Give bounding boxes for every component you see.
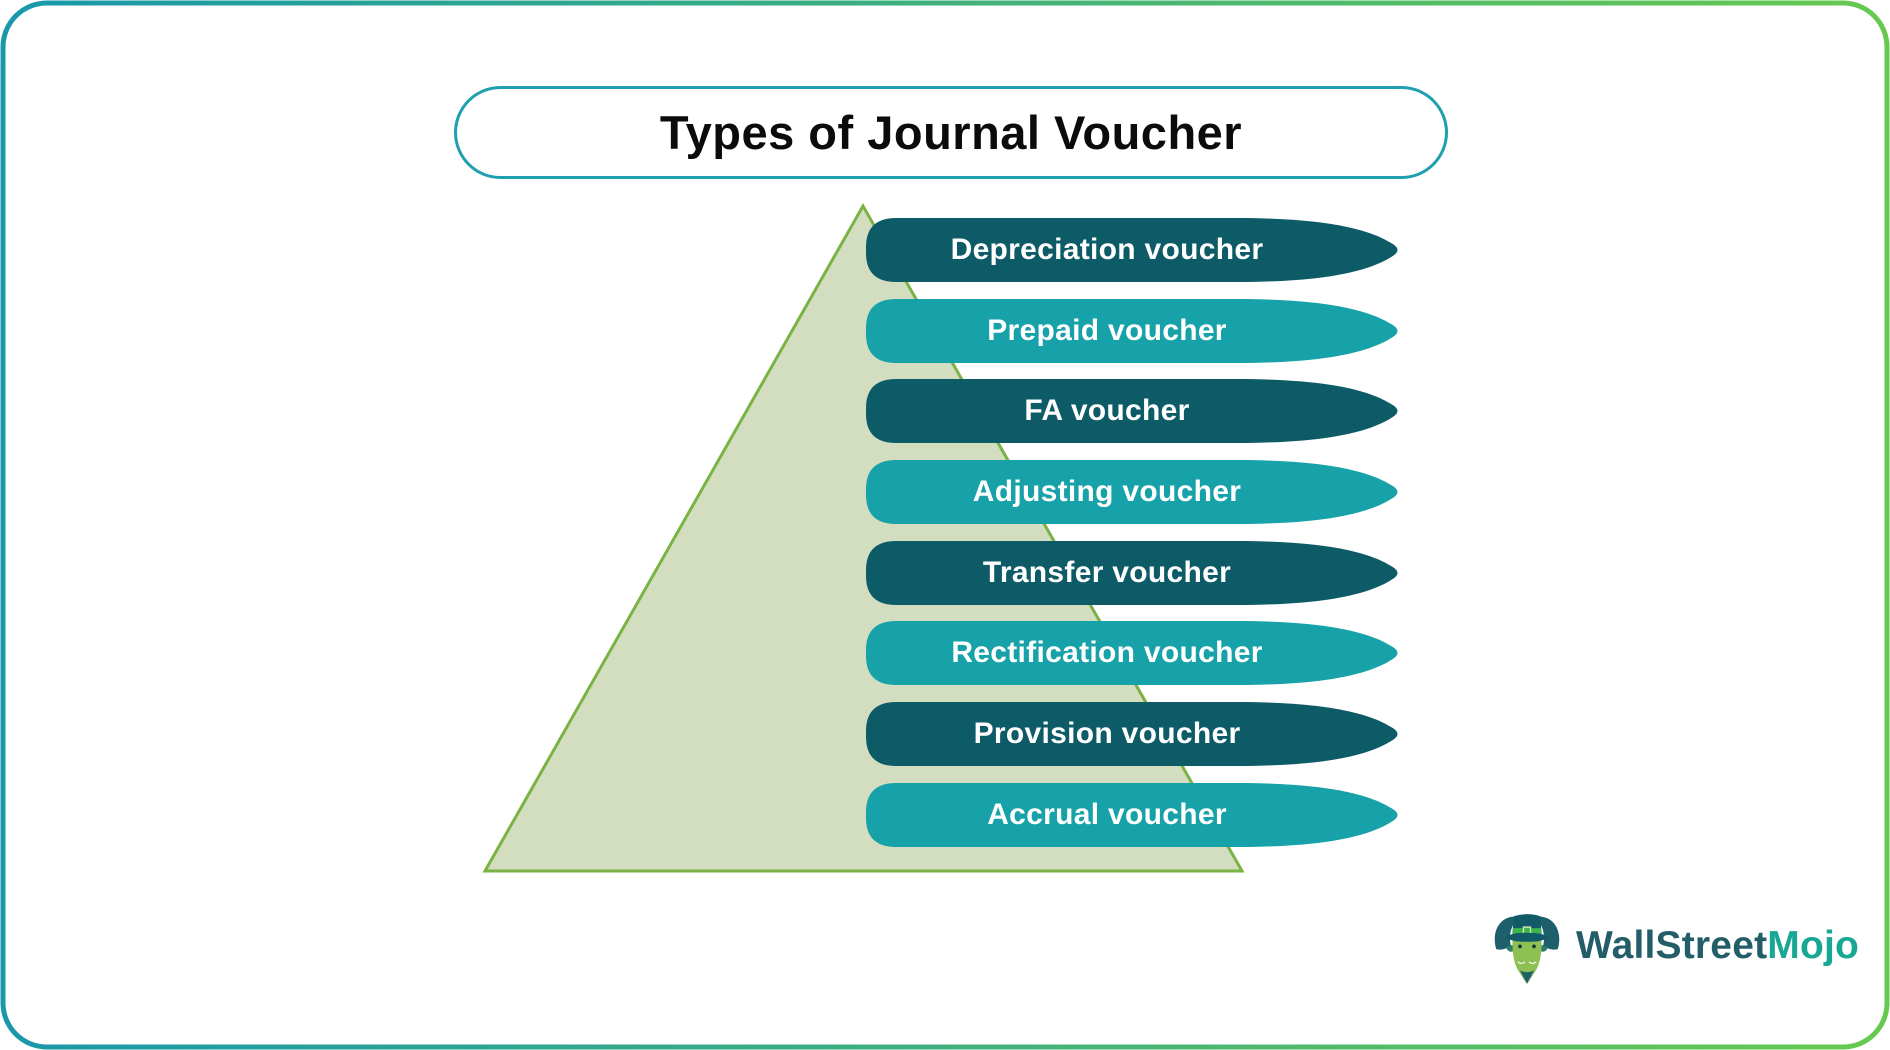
bull-mascot-icon bbox=[1494, 914, 1560, 985]
pill-label: Depreciation voucher bbox=[950, 233, 1264, 266]
pill-transfer-voucher: Transfer voucher bbox=[866, 541, 1400, 605]
pill-prepaid-voucher: Prepaid voucher bbox=[866, 299, 1400, 363]
arrow-pill-shape bbox=[866, 460, 1398, 524]
pill-label: Prepaid voucher bbox=[987, 314, 1227, 347]
arrow-pill-shape bbox=[866, 621, 1398, 685]
pill-label: Rectification voucher bbox=[951, 636, 1263, 669]
page-title: Types of Journal Voucher bbox=[659, 106, 1243, 159]
logo-text-wallstreet: WallStreet bbox=[1576, 924, 1768, 967]
pill-label: Transfer voucher bbox=[982, 556, 1232, 589]
logo-text-mojo: Mojo bbox=[1767, 924, 1860, 967]
pill-label: Provision voucher bbox=[973, 717, 1241, 750]
pill-fa-voucher: FA voucher bbox=[866, 379, 1400, 443]
wallstreetmojo-logo: WallStreetMojo bbox=[1492, 903, 1859, 989]
pill-label: FA voucher bbox=[1024, 394, 1190, 427]
pill-label: Accrual voucher bbox=[987, 798, 1227, 831]
arrow-pill-shape bbox=[866, 218, 1398, 282]
title-box: Types of Journal Voucher bbox=[454, 86, 1448, 179]
pill-adjusting-voucher: Adjusting voucher bbox=[866, 460, 1400, 524]
logo-text: WallStreetMojo bbox=[1576, 924, 1859, 968]
arrow-pill-shape bbox=[866, 541, 1398, 605]
pill-label: Adjusting voucher bbox=[972, 475, 1242, 508]
arrow-pill-shape bbox=[866, 702, 1398, 766]
pill-accrual-voucher: Accrual voucher bbox=[866, 783, 1400, 847]
pill-rectification-voucher: Rectification voucher bbox=[866, 621, 1400, 685]
arrow-pill-shape bbox=[866, 379, 1398, 443]
arrow-pill-shape bbox=[866, 783, 1398, 847]
arrow-pill-shape bbox=[866, 299, 1398, 363]
pill-provision-voucher: Provision voucher bbox=[866, 702, 1400, 766]
pill-depreciation-voucher: Depreciation voucher bbox=[866, 218, 1400, 282]
